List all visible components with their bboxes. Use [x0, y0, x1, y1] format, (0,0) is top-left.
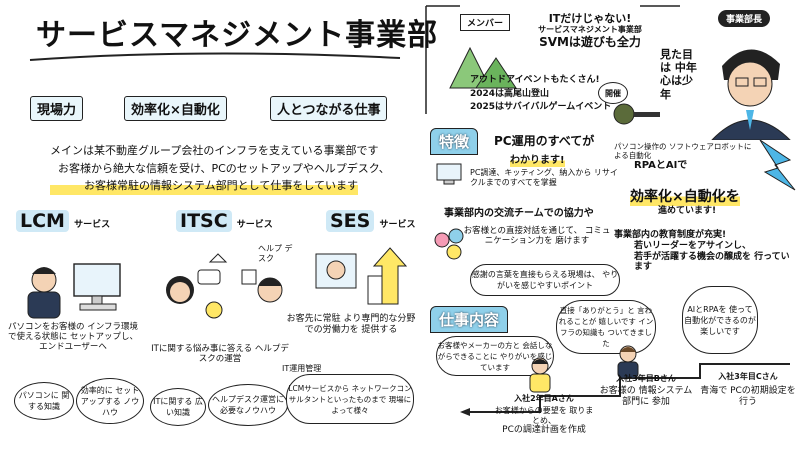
employee-a-desc: お客様からの要望を 取りまとめ、 PCの調達計画を作成	[494, 406, 594, 436]
held-text: 開催	[605, 88, 621, 98]
work-bubble-mid-text: 直接「ありがとう」と 言われることが 嬉しいです インフラの知識も ついてきまし…	[558, 306, 654, 348]
pc-title: PC運用のすべてが わかります!	[494, 134, 594, 168]
work-bubble-right: AIとRPAを 使って 自動化ができるのが 楽しいです	[682, 286, 758, 354]
edu-block: 事業部内の教育制度が充実! 若いリーダーをアサインし、 若手が活躍する機会の醸成…	[614, 230, 794, 273]
efficiency-block: 効率化×自動化を 進めています!	[630, 186, 740, 217]
edu-line-2: 若いリーダーをアサインし、	[634, 240, 752, 251]
edu-line-1: 事業部内の教育制度が充実!	[614, 230, 727, 240]
lcm-description: パソコンをお客様の インフラ環境で使える状態に セットアップし、エンドユーザーへ	[8, 322, 138, 353]
lcm-suffix: サービス	[74, 220, 111, 230]
employee-b-illustration	[617, 345, 639, 378]
ses-description: お客先に常駐 より専門的な分野での労働力を 提供する	[286, 314, 416, 335]
itsc-title: ITSC	[176, 210, 232, 232]
keyword-genbaryoku: 現場力	[30, 96, 84, 121]
lcm-illustration	[27, 263, 121, 319]
manager-illustration	[711, 49, 791, 140]
intro-text: メインは某不動産グループ会社のインフラを支えている事業部です お客様から絶大な信…	[50, 142, 390, 195]
employee-c-year: 入社3年目Cさん	[718, 372, 778, 381]
events-title: アウトドアイベントもたくさん!	[470, 75, 600, 85]
team-description: お客様との直接対話を通じて、 コミュニケーション力を 磨けます	[463, 226, 611, 247]
ses-it-label: IT運用管理	[282, 364, 322, 373]
ses-note-text: LCMサービスから ネットワークコンサルタントといったものまで 現場によって様々	[288, 383, 412, 415]
slogan-line-2: サービスマネジメント事業部	[538, 25, 642, 35]
employee-a-desc-line-1: お客様からの要望を 取りまとめ、	[494, 406, 594, 425]
itsc-bubble-2-text: ヘルプデスク運営に 必要なノウハウ	[212, 395, 284, 415]
work-label: 仕事内容	[430, 306, 509, 333]
efficiency-line-2: 進めています!	[658, 205, 717, 216]
work-bubble-right-text: AIとRPAを 使って 自動化ができるのが 楽しいです	[684, 304, 756, 336]
events: アウトドアイベントもたくさん! 2024は高尾山登山 2025はサバイバルゲーム…	[470, 74, 611, 115]
event-2025: 2025はサバイバルゲームイベント	[470, 102, 612, 112]
pc-title-line-1: PC運用のすべてが	[494, 134, 595, 148]
rpa-line-1: パソコン操作の ソフトウェアロボットによる自動化	[614, 142, 752, 160]
ses-suffix: サービス	[379, 220, 416, 230]
lcm-knowledge-bubble: パソコンに 関する知識	[14, 382, 74, 420]
keyword-connection: 人とつながる仕事	[270, 96, 388, 121]
itsc-heading: ITSC サービス	[176, 210, 273, 232]
itsc-description: ITに関する悩み事に答える ヘルプデスクの運営	[151, 344, 289, 365]
page-title: サービスマネジメント事業部	[36, 18, 439, 53]
employee-b-desc: お客様の 情報システム部門に 参加	[599, 386, 693, 407]
itsc-helpdesk-label: ヘルプ デスク	[258, 244, 293, 263]
pc-description: PC調達、キッティング、納入から リサイクルまでのすべてを掌握	[470, 168, 618, 187]
employee-a-year: 入社2年目Aさん	[514, 394, 574, 403]
rpa-line-2: RPAとAIで	[634, 160, 688, 171]
ses-heading: SES サービス	[326, 210, 415, 232]
team-title: 事業部内の交流チームでの協力や	[444, 208, 594, 219]
lcm-bubble-2-text: 効率的に セットアップする ノウハウ	[80, 385, 140, 417]
itsc-knowledge-bubble: ITに関する 広い知識	[150, 388, 206, 426]
efficiency-line-1: 効率化×自動化を	[630, 189, 740, 206]
intro-line-2: お客様から絶大な信頼を受け、PCのセットアップやヘルプデスク、	[58, 161, 390, 175]
pc-icon	[436, 163, 462, 185]
ses-note-bubble: LCMサービスから ネットワークコンサルタントといったものまで 現場によって様々	[286, 374, 414, 424]
work-bubble-mid: 直接「ありがとう」と 言われることが 嬉しいです インフラの知識も ついてきまし…	[556, 300, 656, 354]
outdoor-illustration	[449, 46, 517, 89]
lcm-bubble-1-text: パソコンに 関する知識	[18, 391, 70, 411]
slogan-line-3: SVMは遊びも全力	[539, 34, 641, 49]
itsc-bubble-1-text: ITに関する 広い知識	[153, 397, 203, 417]
lcm-knowhow-bubble: 効率的に セットアップする ノウハウ	[76, 378, 144, 424]
member-tag: メンバー	[460, 14, 511, 31]
rpa-block: パソコン操作の ソフトウェアロボットによる自動化 RPAとAIで	[614, 142, 754, 172]
itsc-knowhow-bubble: ヘルプデスク運営に 必要なノウハウ	[208, 384, 288, 426]
slogan-line-1: ITだけじゃない!	[548, 12, 632, 25]
slogan: ITだけじゃない! サービスマネジメント事業部 SVMは遊びも全力	[530, 12, 650, 49]
manager-tag: 事業部長	[718, 10, 771, 27]
employee-c-desc: 青海で PCの初期設定を 行う	[700, 386, 796, 407]
pc-title-line-2: わかります!	[510, 155, 565, 168]
survival-game-illustration	[613, 103, 660, 125]
work-bubble-left-text: お客様やメーカーの方と 会話しながらできることに やりがいを感じています	[437, 340, 553, 372]
employee-a-illustration	[529, 357, 551, 393]
employee-a-desc-line-2: PCの調達計画を作成	[502, 425, 586, 436]
itsc-suffix: サービス	[236, 220, 273, 230]
intro-line-3: お客様常駐の情報システム部門として仕事をしています	[50, 177, 359, 195]
thanks-bubble: 感謝の言葉を直接もらえる現場は、 やりがいを感じやすいポイント	[470, 264, 620, 296]
ses-illustration	[315, 247, 408, 305]
event-2024: 2024は高尾山登山	[470, 88, 550, 99]
team-icon	[434, 228, 464, 260]
lcm-heading: LCM サービス	[16, 210, 110, 232]
intro-line-1: メインは某不動産グループ会社のインフラを支えている事業部です	[50, 144, 379, 157]
employee-b-year: 入社3年目Bさん	[616, 374, 676, 383]
lcm-title: LCM	[16, 210, 69, 232]
manager-note: 見た目は 中年 心は少年	[660, 48, 697, 101]
features-label: 特徴	[430, 128, 479, 155]
itsc-illustration	[166, 253, 283, 319]
thanks-text: 感謝の言葉を直接もらえる現場は、 やりがいを感じやすいポイント	[471, 270, 619, 290]
edu-line-3: 若手が活躍する機会の醸成を 行っています	[634, 251, 790, 273]
held-badge: 開催	[598, 82, 628, 104]
keyword-efficiency: 効率化×自動化	[124, 96, 227, 121]
ses-title: SES	[326, 210, 375, 232]
